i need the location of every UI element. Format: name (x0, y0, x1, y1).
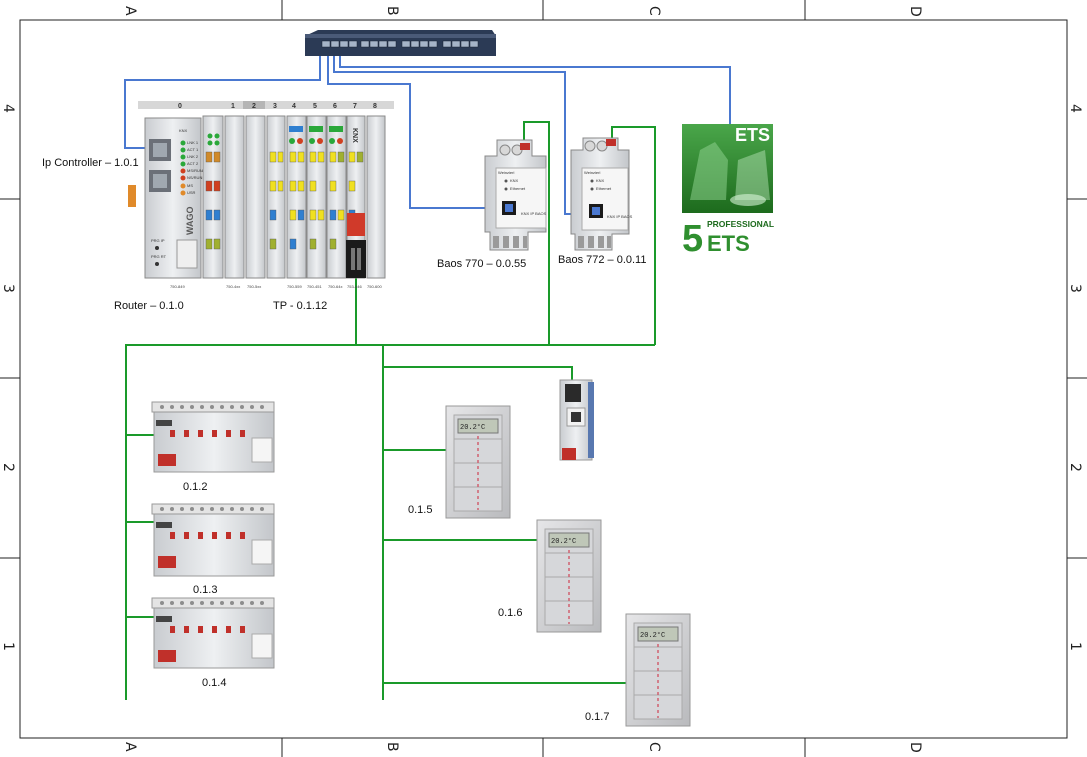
panel-display-text: 20.2°C (460, 423, 485, 432)
ets-logo-word: PROFESSIONAL (707, 219, 774, 229)
baos770-icon: Weinzierl KNX Ethernet KNX IP BAOS (484, 139, 547, 251)
push-button-panel-icon: 20.2°C (445, 405, 511, 519)
actuator-icon (151, 597, 275, 669)
slot-number: 3 (273, 103, 277, 110)
ip-controller-label: Ip Controller – 1.0.1 (42, 157, 139, 169)
knx-bus-baos772 (611, 126, 656, 345)
push-button-panel-icon: 20.2°C (536, 519, 602, 633)
module-code: 750-5xx (247, 284, 261, 289)
ethernet-cable-baos770 (327, 56, 505, 209)
ethernet-cable-plc (124, 56, 321, 149)
knx-module-mark: KNX (351, 128, 358, 143)
baos770-model: KNX IP BAOS (521, 211, 547, 216)
zone-col-a-bottom: A (122, 742, 138, 752)
usb-interface-icon (559, 379, 594, 461)
module-code: 750-849 (170, 284, 185, 289)
baos770-line: Ethernet (510, 186, 526, 191)
slot-number: 2 (252, 103, 256, 110)
baos770-label: Baos 770 – 0.0.55 (437, 258, 527, 270)
zone-col-b-bottom: B (384, 742, 400, 752)
wago-logo: WAGO (185, 207, 195, 236)
module-code: 750-4xx (226, 284, 240, 289)
knx-bus-lines (125, 121, 656, 700)
zone-col-a-top: A (122, 6, 138, 16)
actuator-3-label: 0.1.4 (202, 677, 227, 689)
coupler-status-label: MS/RUN (187, 168, 203, 173)
ets-logo-icon: ETS PROFESSIONAL 5 ETS (682, 124, 774, 260)
zone-col-d-bottom: D (907, 742, 923, 753)
knx-bus-baos770 (523, 121, 550, 345)
panel-display-text: 20.2°C (551, 537, 576, 546)
coupler-status-label: NS/RUN (187, 175, 202, 180)
coupler-led-label: MS (187, 183, 193, 188)
network-switch-icon (305, 30, 496, 56)
baos772-line: KNX (596, 178, 605, 183)
coupler-status-label: LNK 1 (187, 140, 199, 145)
zone-col-c-top: C (646, 6, 662, 16)
baos772-model: KNX IP BAOS (607, 214, 633, 219)
actuator-icon (151, 401, 275, 473)
coupler-status-label: ACT 2 (187, 161, 199, 166)
push-button-panel-icon: 20.2°C (625, 613, 691, 727)
baos770-line: KNX (510, 178, 519, 183)
module-code: 750-64x (328, 284, 342, 289)
zone-row-1-left: 1 (0, 642, 16, 651)
zone-row-2-right: 2 (1067, 463, 1083, 472)
coupler-model: KNX (179, 128, 188, 133)
slot-number: 6 (333, 103, 337, 110)
slot-number: 0 (178, 103, 182, 110)
actuator-1-label: 0.1.2 (183, 481, 208, 493)
panel-3-label: 0.1.7 (585, 711, 610, 723)
baos772-brand: Weinzierl (584, 170, 600, 175)
zone-col-c-bottom: C (646, 742, 662, 752)
plc-module-codes: 750-849 750-4xx 750-5xx 750-559 750-451 … (170, 284, 382, 289)
module-code: 750-559 (287, 284, 302, 289)
panel-1-label: 0.1.5 (408, 504, 433, 516)
zone-row-3-right: 3 (1067, 284, 1083, 293)
router-label: Router – 0.1.0 (114, 300, 184, 312)
coupler-led-label: USR (187, 190, 196, 195)
baos772-icon: Weinzierl KNX Ethernet KNX IP BAOS (570, 137, 633, 251)
coupler-button-label: PRG RT (151, 254, 167, 259)
actuator-icon (151, 503, 275, 577)
baos772-line: Ethernet (596, 186, 612, 191)
slot-number: 1 (231, 103, 235, 110)
ets-logo-bottom: ETS (707, 231, 750, 256)
zone-row-4-left: 4 (0, 104, 16, 113)
panel-display-text: 20.2°C (640, 631, 665, 640)
slot-number: 8 (373, 103, 377, 110)
plc-io-modules: KNX (202, 115, 386, 279)
knx-bus-usb (383, 366, 573, 380)
ets-logo-number: 5 (682, 218, 703, 260)
plc-icon: 0 1 2 3 4 5 6 7 8 KNX LNK 1 ACT 1 LNK 2 … (128, 101, 394, 289)
tp-label: TP - 0.1.12 (273, 300, 328, 312)
module-code: 753-646 (347, 284, 362, 289)
coupler-button-label: PRG IP (151, 238, 165, 243)
knx-bus-main (125, 344, 655, 700)
panel-2-label: 0.1.6 (498, 607, 523, 619)
slot-number: 7 (353, 103, 357, 110)
zone-row-1-right: 1 (1067, 642, 1083, 651)
slot-number: 5 (313, 103, 317, 110)
zone-col-d-top: D (907, 6, 923, 17)
zone-markers: A B C D A B C D 4 3 2 1 4 3 2 1 (0, 6, 1083, 753)
module-code: 750-600 (367, 284, 382, 289)
coupler-status-label: LNK 2 (187, 154, 199, 159)
zone-row-2-left: 2 (0, 463, 16, 472)
ethernet-cable-ets (339, 56, 731, 128)
module-code: 750-451 (307, 284, 322, 289)
zone-col-b-top: B (384, 6, 400, 16)
coupler-status-label: ACT 1 (187, 147, 199, 152)
plc-slot-numbers: 0 1 2 3 4 5 6 7 8 (178, 103, 377, 110)
ets-logo-top: ETS (735, 125, 770, 145)
baos770-brand: Weinzierl (498, 170, 514, 175)
slot-number: 4 (292, 103, 296, 110)
zone-row-3-left: 3 (0, 284, 16, 293)
actuator-2-label: 0.1.3 (193, 584, 218, 596)
baos772-label: Baos 772 – 0.0.11 (558, 254, 647, 266)
zone-row-4-right: 4 (1067, 104, 1083, 113)
